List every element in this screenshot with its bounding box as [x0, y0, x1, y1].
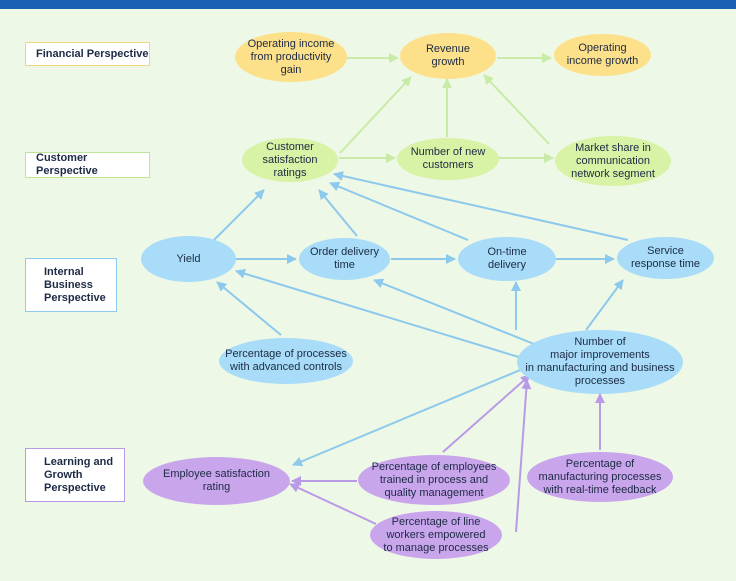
- node-employees-trained: Percentage of employees trained in proce…: [358, 455, 510, 505]
- node-order-delivery-time: Order delivery time: [299, 238, 390, 280]
- node-on-time-delivery: On-time delivery: [458, 237, 556, 281]
- node-line-workers-empowered: Percentage of line workers empowered to …: [370, 511, 502, 559]
- arrow-advanced-controls-to-yield: [216, 281, 282, 336]
- node-operating-income-growth: Operating income growth: [554, 34, 651, 76]
- node-yield: Yield: [141, 236, 236, 282]
- node-advanced-controls: Percentage of processes with advanced co…: [219, 338, 353, 384]
- arrow-improvements-to-order-delivery: [373, 278, 535, 345]
- top-bar: [0, 0, 736, 9]
- node-revenue-growth: Revenue growth: [400, 33, 496, 79]
- node-market-share: Market share in communication network se…: [555, 136, 671, 186]
- node-major-improvements: Number of major improvements in manufact…: [517, 330, 683, 394]
- perspective-customer-label: Customer Perspective: [25, 152, 150, 178]
- arrow-order-delivery-to-satisfaction: [318, 189, 358, 237]
- arrow-service-to-satisfaction: [333, 171, 629, 241]
- node-employee-satisfaction-rating: Employee satisfaction rating: [143, 457, 290, 505]
- node-number-of-new-customers: Number of new customers: [397, 138, 499, 180]
- node-realtime-feedback: Percentage of manufacturing processes wi…: [527, 452, 673, 502]
- node-operating-income-productivity: Operating income from productivity gain: [235, 32, 347, 82]
- arrow-satisfaction-to-revenue: [339, 76, 412, 154]
- arrow-market-share-to-revenue: [483, 74, 550, 145]
- arrow-improvements-to-yield: [235, 268, 523, 359]
- arrow-yield-to-satisfaction: [213, 189, 265, 241]
- node-service-response-time: Service response time: [617, 237, 714, 279]
- arrow-ontime-to-satisfaction: [329, 181, 469, 241]
- perspective-financial-label: Financial Perspective: [25, 42, 150, 66]
- perspective-learning-label: Learning and Growth Perspective: [25, 448, 125, 502]
- arrow-improvements-to-service: [585, 279, 624, 331]
- arrow-empowered-to-employee-satisfaction: [289, 483, 377, 525]
- arrow-improvements-to-employee-satisfaction: [292, 367, 526, 467]
- arrow-empowered-to-improvements: [515, 379, 532, 533]
- arrow-trained-to-improvements: [442, 374, 531, 453]
- perspective-internal-label: Internal Business Perspective: [25, 258, 117, 312]
- node-customer-satisfaction-ratings: Customer satisfaction ratings: [242, 138, 338, 182]
